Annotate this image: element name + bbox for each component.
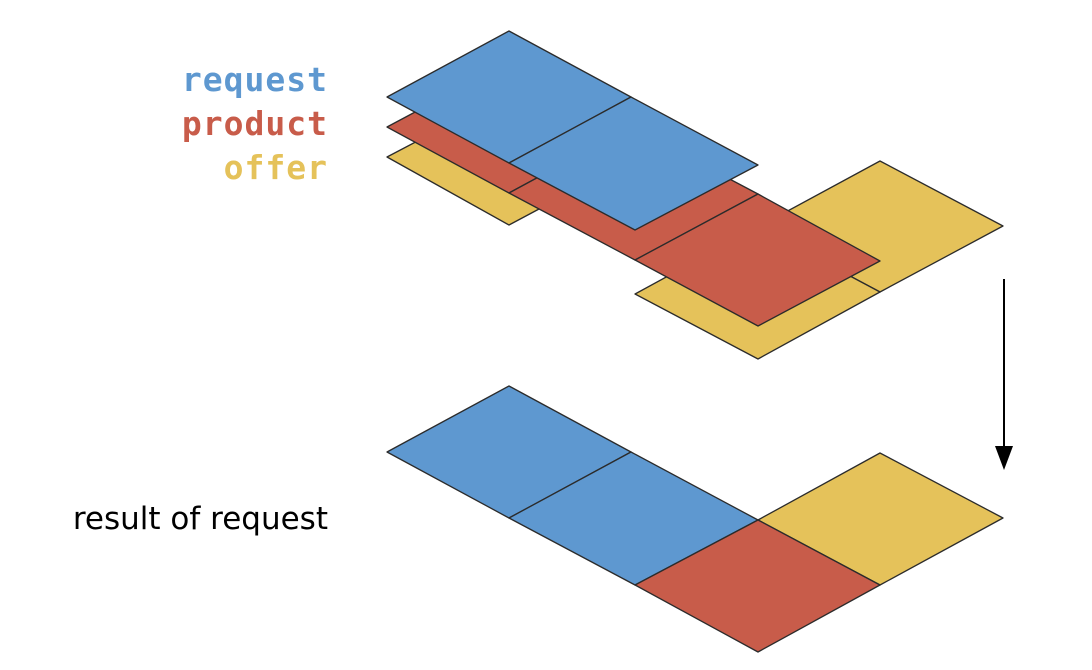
stacked-layers xyxy=(386,30,1004,360)
product-tile-3 xyxy=(634,193,881,327)
legend-offer-label: offer xyxy=(224,148,328,187)
legend-request-label: request xyxy=(182,60,328,99)
result-product-tile xyxy=(634,519,881,653)
result-layer xyxy=(386,385,1004,653)
legend-product-label: product xyxy=(182,104,328,143)
result-caption: result of request xyxy=(73,501,328,537)
request-tile-2 xyxy=(508,96,759,231)
request-layer xyxy=(386,30,759,231)
down-arrow-icon xyxy=(995,279,1013,470)
